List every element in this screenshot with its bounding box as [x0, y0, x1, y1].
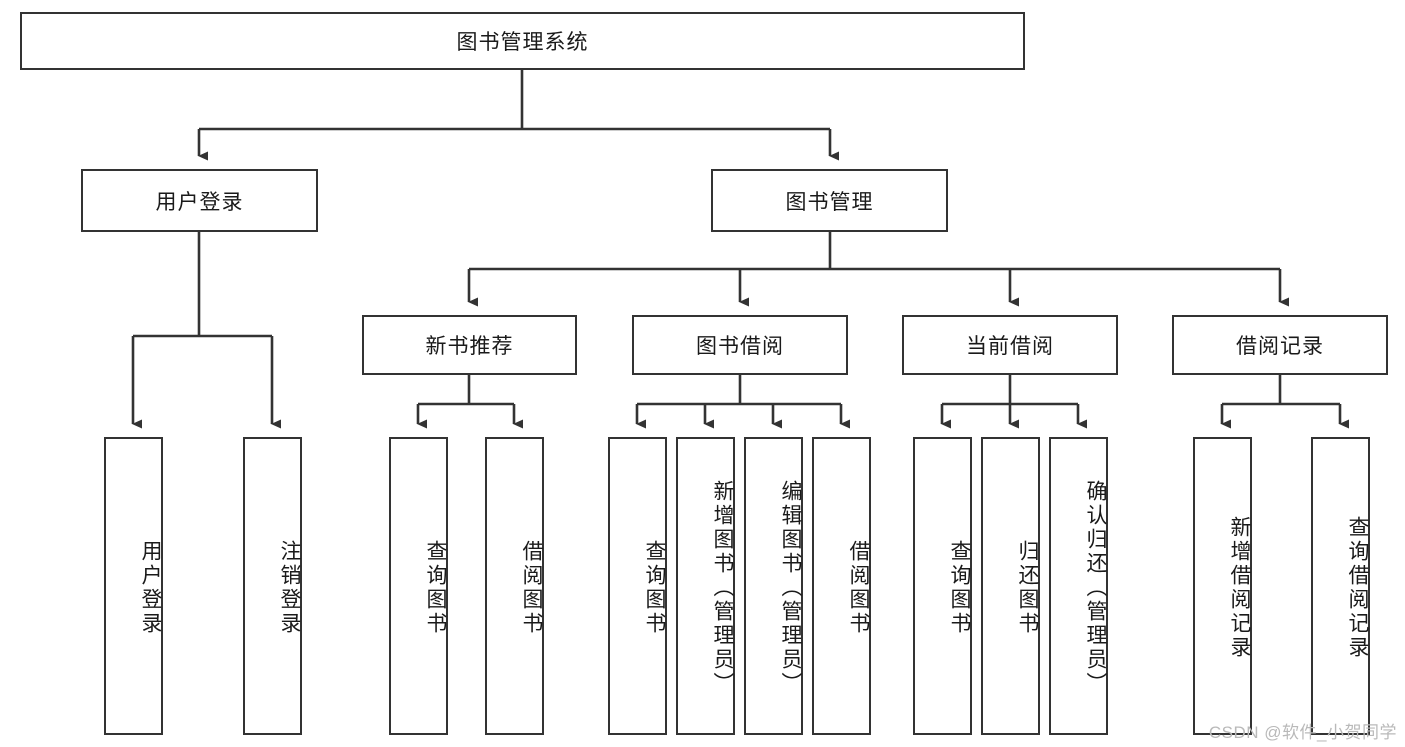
watermark: CSDN @软件_小贺同学 — [1208, 723, 1397, 742]
node-label: 新书推荐 — [425, 335, 514, 358]
node-label: 查询图书 — [948, 540, 971, 636]
node-label: 用户登录 — [155, 190, 244, 214]
node-leaf-borrow-book[interactable]: 借阅图书 — [812, 437, 871, 735]
node-borrow-records[interactable]: 借阅记录 — [1172, 315, 1388, 375]
node-label: 用户登录 — [139, 540, 162, 636]
node-leaf-add-borrow-record[interactable]: 新增借阅记录 — [1193, 437, 1252, 735]
node-label: 新增图书（管理员） — [711, 480, 734, 696]
node-current-borrow[interactable]: 当前借阅 — [902, 315, 1118, 375]
node-new-book-recommend[interactable]: 新书推荐 — [362, 315, 577, 375]
node-label: 查询图书 — [643, 540, 666, 636]
node-book-borrow[interactable]: 图书借阅 — [632, 315, 848, 375]
node-label: 当前借阅 — [966, 335, 1054, 358]
node-leaf-query-book-current[interactable]: 查询图书 — [913, 437, 972, 735]
node-label: 借阅图书 — [847, 540, 870, 636]
node-leaf-confirm-return-admin[interactable]: 确认归还（管理员） — [1049, 437, 1108, 735]
node-label: 借阅图书 — [520, 540, 543, 636]
node-leaf-return-book[interactable]: 归还图书 — [981, 437, 1040, 735]
node-leaf-query-book-borrow[interactable]: 查询图书 — [608, 437, 667, 735]
node-label: 借阅记录 — [1236, 335, 1324, 358]
node-leaf-user-login[interactable]: 用户登录 — [104, 437, 163, 735]
node-leaf-query-borrow-record[interactable]: 查询借阅记录 — [1311, 437, 1370, 735]
node-leaf-query-book-recommend[interactable]: 查询图书 — [389, 437, 448, 735]
node-label: 确认归还（管理员） — [1084, 480, 1107, 696]
node-user-login[interactable]: 用户登录 — [81, 169, 318, 232]
node-root-book-management-system[interactable]: 图书管理系统 — [20, 12, 1025, 70]
node-label: 查询借阅记录 — [1346, 516, 1369, 660]
node-label: 新增借阅记录 — [1228, 516, 1251, 660]
node-leaf-logout[interactable]: 注销登录 — [243, 437, 302, 735]
node-leaf-borrow-book-recommend[interactable]: 借阅图书 — [485, 437, 544, 735]
node-label: 查询图书 — [424, 540, 447, 636]
node-label: 编辑图书（管理员） — [779, 480, 802, 696]
node-leaf-edit-book-admin[interactable]: 编辑图书（管理员） — [744, 437, 803, 735]
node-label: 注销登录 — [278, 540, 301, 636]
node-book-management[interactable]: 图书管理 — [711, 169, 948, 232]
node-label: 图书借阅 — [696, 335, 784, 358]
node-leaf-add-book-admin[interactable]: 新增图书（管理员） — [676, 437, 735, 735]
node-label: 图书管理 — [785, 190, 874, 214]
node-label: 图书管理系统 — [456, 31, 589, 54]
node-label: 归还图书 — [1016, 540, 1039, 636]
